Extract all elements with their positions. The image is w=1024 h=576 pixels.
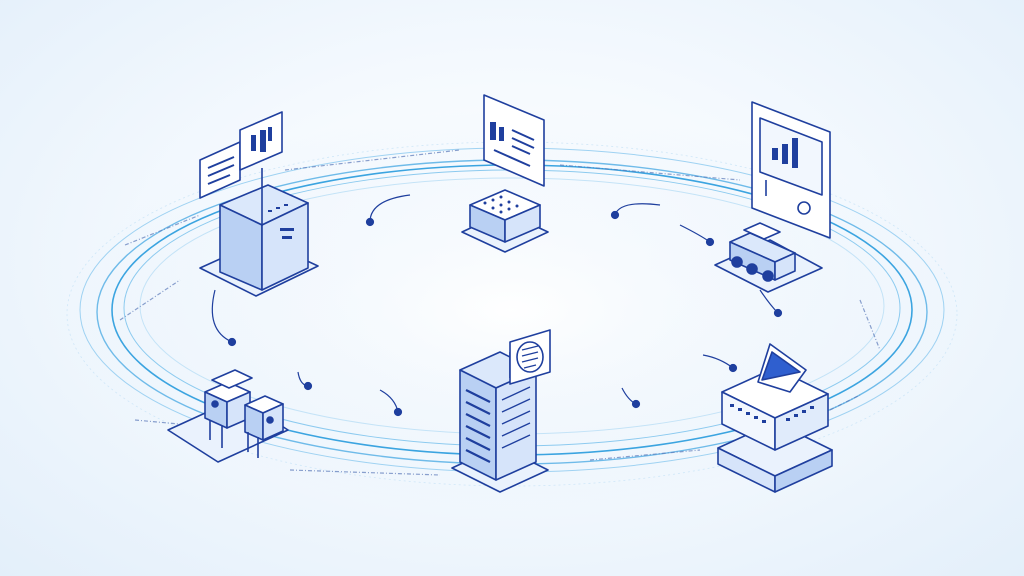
connector bbox=[379, 389, 403, 417]
console-device-icon bbox=[717, 343, 833, 493]
connector bbox=[621, 387, 641, 409]
connector bbox=[211, 289, 237, 347]
text-traces bbox=[119, 149, 881, 476]
connectors bbox=[211, 194, 783, 417]
kiosk-terminal-icon bbox=[199, 111, 319, 297]
trace bbox=[829, 394, 861, 411]
connector bbox=[679, 224, 715, 247]
connector bbox=[759, 289, 783, 318]
trace bbox=[119, 279, 181, 321]
robot-machine-icon bbox=[167, 369, 289, 463]
trace bbox=[284, 149, 461, 171]
server-tower-icon bbox=[451, 329, 551, 493]
trace bbox=[559, 164, 741, 181]
bar-chart-vehicle-icon bbox=[714, 101, 831, 293]
connector bbox=[610, 203, 661, 220]
connector bbox=[365, 194, 411, 227]
trace bbox=[289, 469, 441, 476]
connector bbox=[297, 371, 313, 391]
connector bbox=[702, 354, 738, 373]
document-dashboard-icon bbox=[461, 94, 549, 253]
trace bbox=[589, 449, 701, 461]
